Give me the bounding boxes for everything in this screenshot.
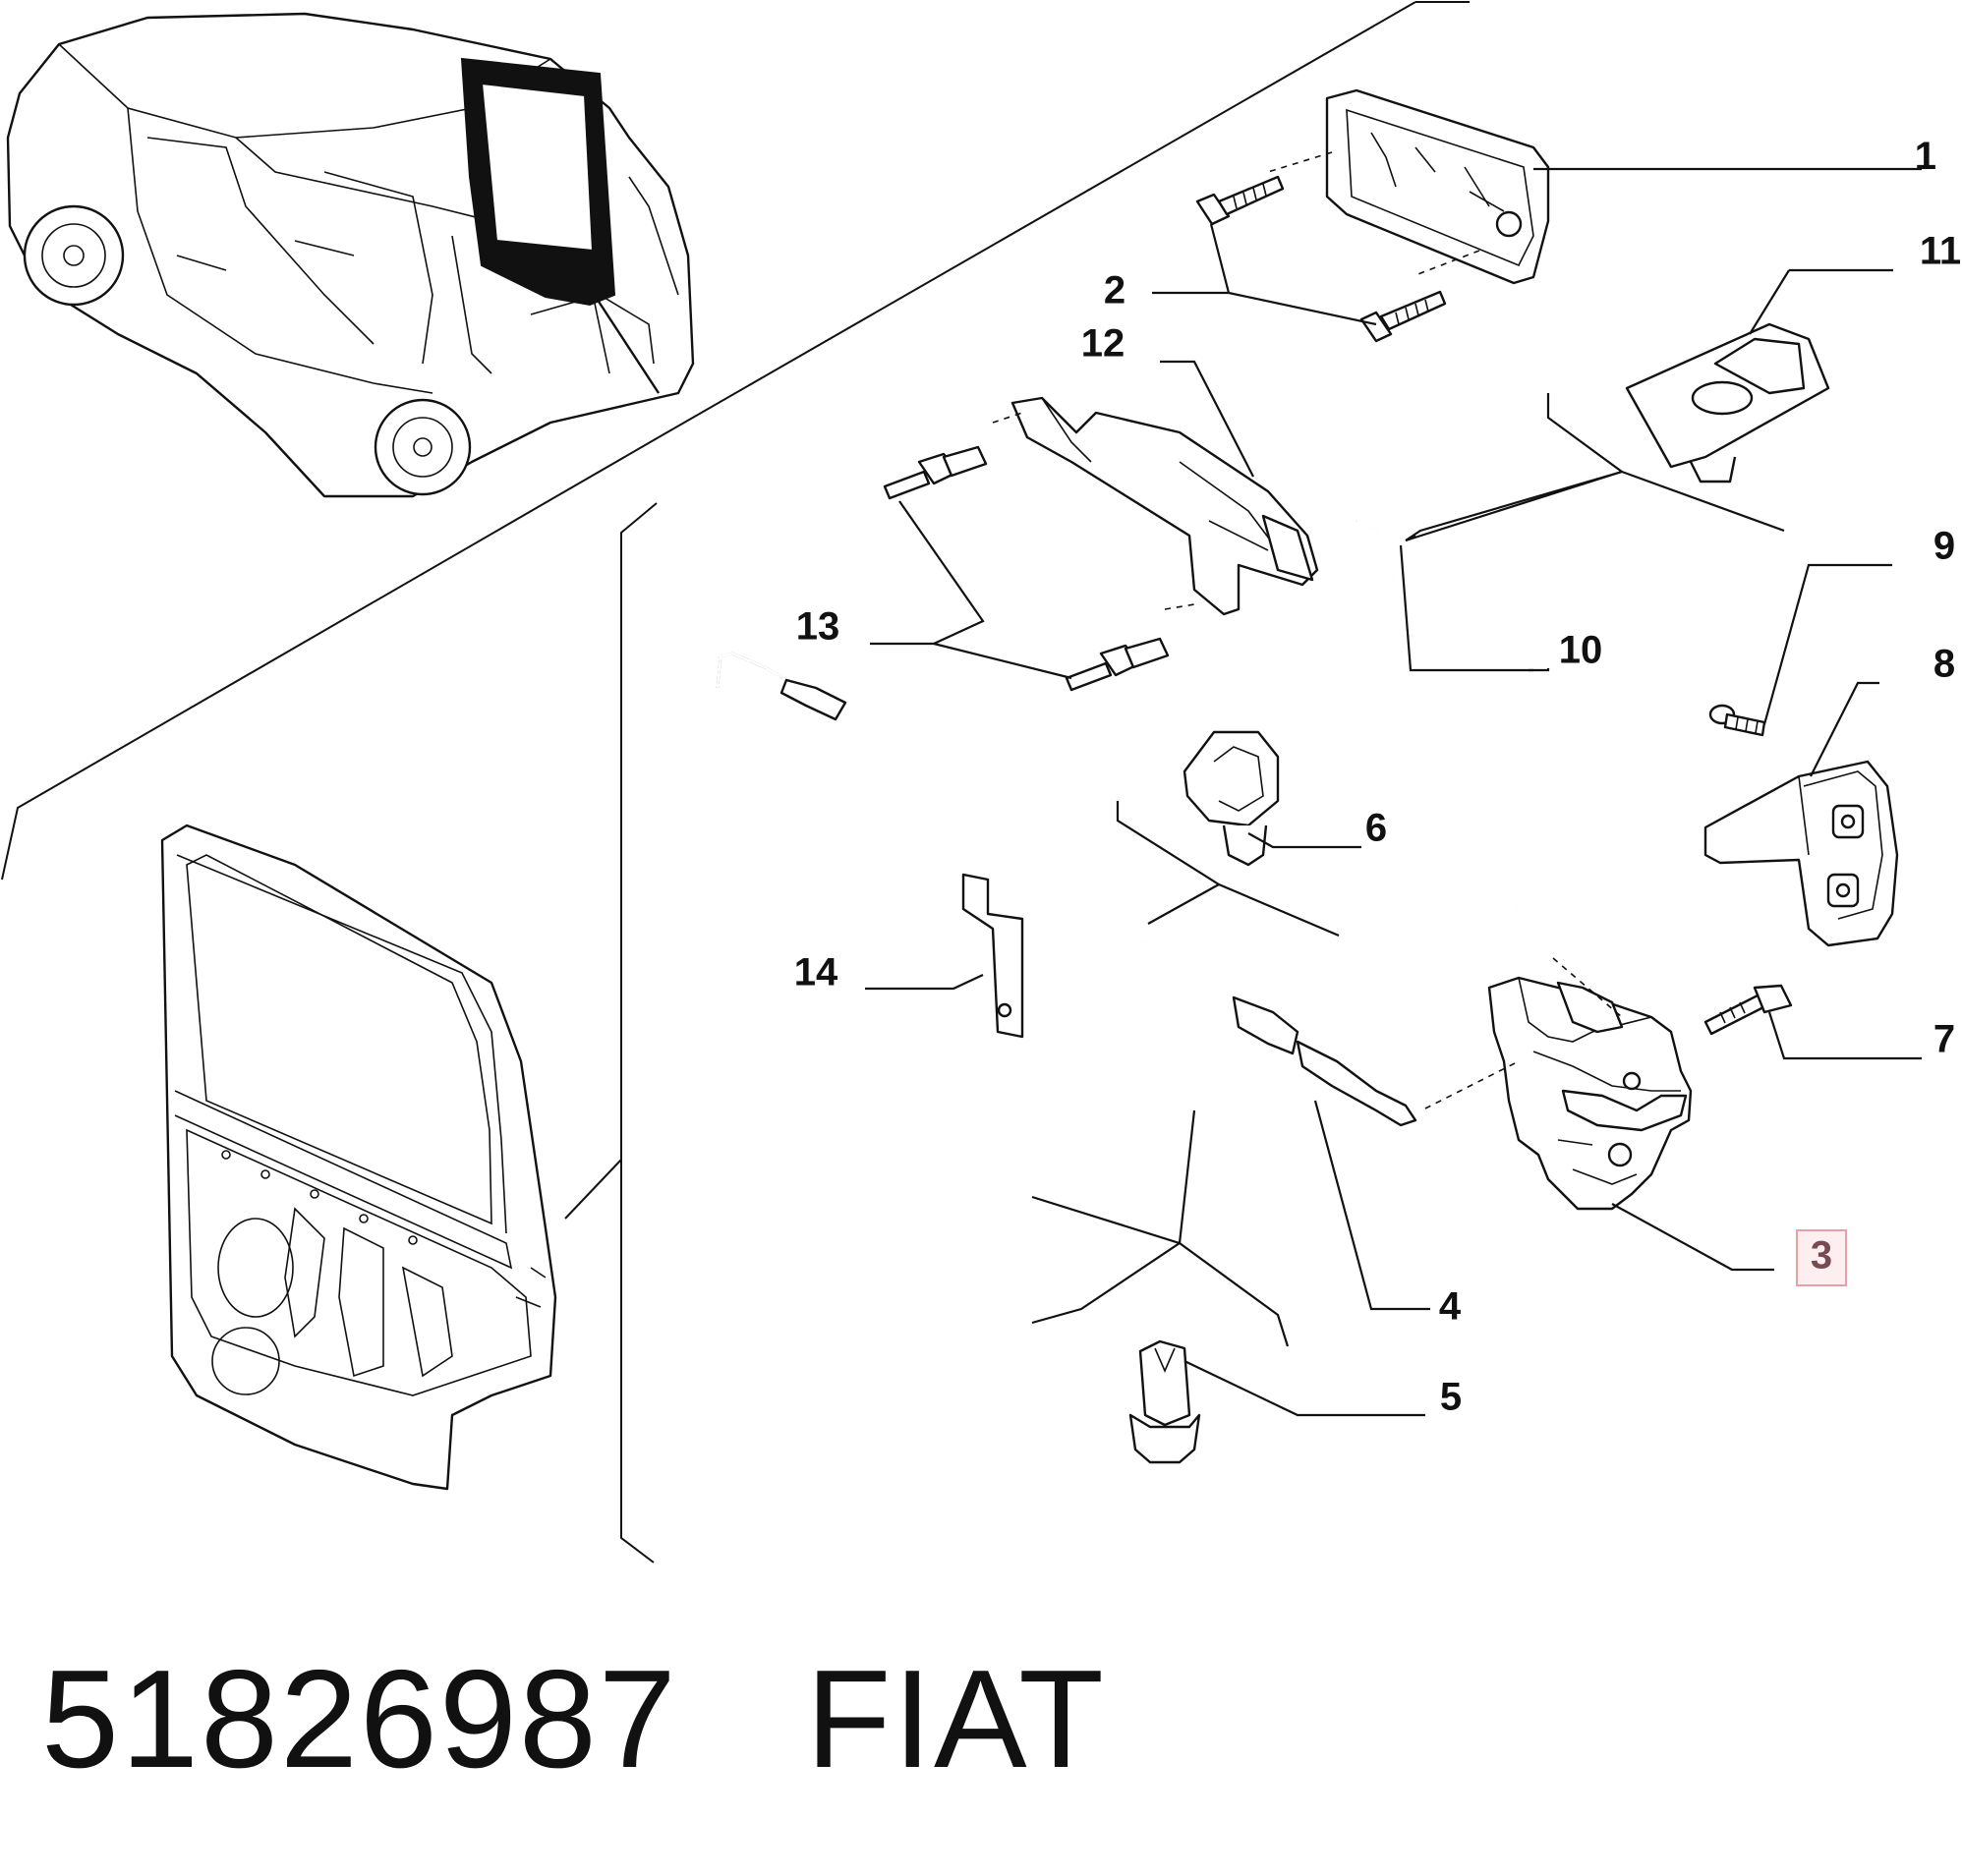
part-11-clip xyxy=(1625,322,1830,483)
part-number: 51826987 xyxy=(41,1641,678,1797)
screw-upper xyxy=(1195,175,1285,226)
part-8-striker xyxy=(1703,760,1899,947)
part-1-door-handle xyxy=(1267,88,1550,285)
part-13-studs xyxy=(883,445,1170,692)
part-14-plate xyxy=(961,873,1024,1039)
part-10-rod xyxy=(1356,519,1554,955)
part-caption: 51826987 FIAT xyxy=(41,1639,1106,1800)
leader-lines xyxy=(865,167,1922,1417)
callout-6: 6 xyxy=(1365,807,1387,850)
brand-name: FIAT xyxy=(805,1641,1106,1797)
callout-11: 11 xyxy=(1920,230,1961,273)
callout-9: 9 xyxy=(1933,525,1955,568)
door-panel-illustration xyxy=(160,824,557,1491)
car-overview-illustration xyxy=(6,12,695,498)
screw-lower xyxy=(1359,290,1447,343)
callout-12: 12 xyxy=(1081,322,1125,366)
callout-13: 13 xyxy=(796,605,840,649)
callout-3-highlight-box xyxy=(1796,1229,1847,1286)
part-7-bolt xyxy=(1703,984,1793,1036)
callout-14: 14 xyxy=(794,951,838,995)
callout-1: 1 xyxy=(1915,135,1936,178)
callout-5: 5 xyxy=(1440,1376,1462,1419)
part-5-clip xyxy=(1128,1339,1201,1464)
callout-3: 3 xyxy=(1811,1234,1832,1278)
callout-10: 10 xyxy=(1559,629,1603,672)
callout-2: 2 xyxy=(1104,269,1125,313)
part-9-screw xyxy=(1708,704,1766,737)
part-3-door-lock xyxy=(1424,957,1693,1211)
callout-7: 7 xyxy=(1933,1018,1955,1061)
callout-4: 4 xyxy=(1439,1285,1462,1329)
callout-labels: 1 2 3 4 5 6 7 8 9 10 11 12 13 14 xyxy=(794,135,1961,1419)
part-2-screws xyxy=(1195,175,1447,343)
callout-8: 8 xyxy=(1933,643,1955,686)
part-12-bracket xyxy=(992,396,1319,616)
section-dividers xyxy=(1,1,1470,1563)
part-4-cable xyxy=(716,652,1417,1127)
part-6-grommet xyxy=(1183,730,1280,867)
